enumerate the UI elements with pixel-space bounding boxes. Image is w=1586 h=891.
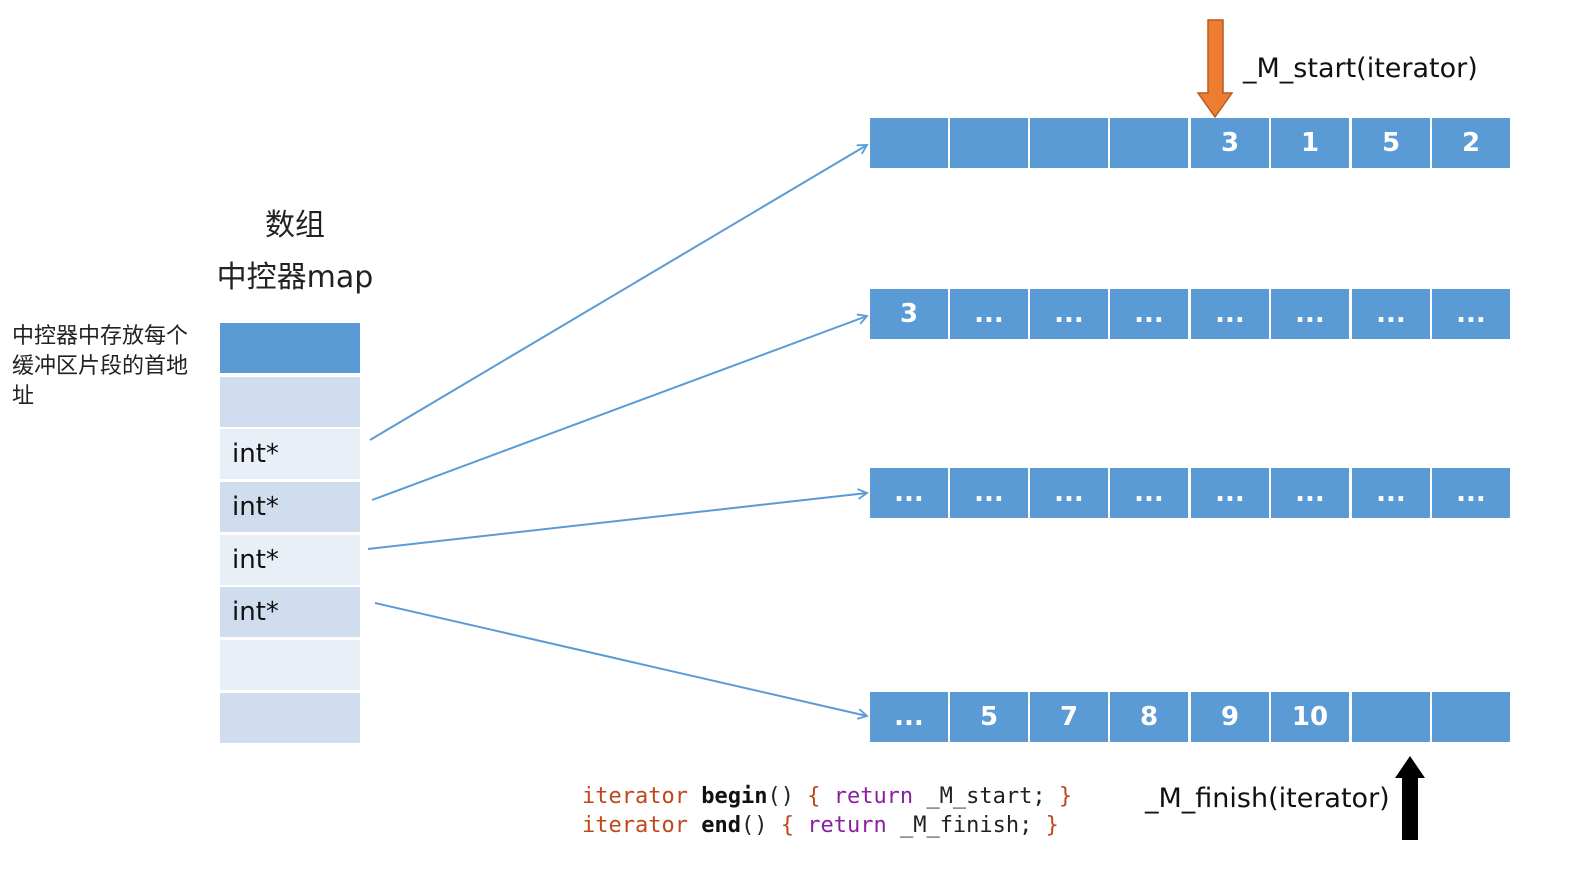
buffer-cell: ... [870,468,948,518]
pointer-arrow [374,602,869,720]
map-cell [220,377,360,427]
buffer-cell [1030,118,1108,168]
buffer-cell: 3 [1191,118,1269,168]
code-type: iterator [582,813,688,838]
code-identifier: _M_finish; [899,813,1033,838]
buffer-cell: 5 [1352,118,1430,168]
buffer-cell [950,118,1028,168]
buffer-cell: ... [950,468,1028,518]
buffer-cell: ... [1110,289,1188,339]
code-type: iterator [582,784,688,809]
buffer-cell [1352,692,1430,742]
pointer-arrow [367,488,869,550]
buffer-row: 3 1 5 2 [870,118,1512,168]
pointer-arrow [369,144,869,441]
buffer-cell: ... [870,692,948,742]
map-array: int* int* int* int* [220,323,360,743]
code-keyword: return [833,784,914,809]
buffer-cell: ... [1271,468,1349,518]
map-cell: int* [220,482,360,532]
code-keyword: return [807,813,887,838]
buffer-cell: ... [1352,468,1430,518]
start-iterator-label: _M_start(iterator) [1243,53,1478,84]
code-function: end [701,813,741,838]
buffer-cell: 7 [1030,692,1108,742]
buffer-row: ... 5 7 8 9 10 [870,692,1512,742]
buffer-cell: ... [1110,468,1188,518]
buffer-cell: ... [1432,289,1510,339]
code-block: iterator begin() { return _M_start; }ite… [582,782,1072,840]
buffer-cell: ... [1352,289,1430,339]
buffer-cell: ... [1271,289,1349,339]
map-cell [220,640,360,690]
map-cell: int* [220,535,360,585]
buffer-cell: 10 [1271,692,1349,742]
code-parens: () [740,813,768,838]
buffer-cell: ... [950,289,1028,339]
code-parens: () [767,784,794,809]
code-identifier: _M_start; [926,784,1046,809]
code-line-end: iterator end() { return _M_finish; } [582,811,1072,840]
code-function: begin [701,784,768,809]
code-brace: } [1058,784,1073,809]
map-cell [220,323,360,373]
diagram-title-array: 数组 [265,208,325,243]
code-brace: { [807,784,821,809]
diagram-title-map: 中控器map [216,260,374,295]
buffer-cell: 3 [870,289,948,339]
start-arrow [1196,19,1234,119]
code-brace: { [780,813,794,838]
buffer-cell: ... [1030,289,1108,339]
side-note: 中控器中存放每个缓冲区片段的首地址 [12,324,189,409]
buffer-row: 3 ... ... ... ... ... ... ... [870,289,1512,339]
buffer-cell: ... [1030,468,1108,518]
buffer-cell: 8 [1110,692,1188,742]
finish-arrow [1395,756,1425,840]
buffer-cell [1110,118,1188,168]
buffer-cell: 2 [1432,118,1510,168]
buffer-cell [1432,692,1510,742]
buffer-cell: ... [1432,468,1510,518]
finish-iterator-label: _M_finish(iterator) [1145,783,1390,814]
buffer-cell [870,118,948,168]
code-brace: } [1045,813,1059,838]
code-line-begin: iterator begin() { return _M_start; } [582,782,1072,811]
buffer-cell: 5 [950,692,1028,742]
map-cell: int* [220,429,360,479]
buffer-cell: 9 [1191,692,1269,742]
map-cell: int* [220,587,360,637]
buffer-row: ... ... ... ... ... ... ... ... [870,468,1512,518]
pointer-arrow [371,313,869,501]
buffer-cell: ... [1191,289,1269,339]
map-cell [220,693,360,743]
buffer-cell: ... [1191,468,1269,518]
buffer-cell: 1 [1271,118,1349,168]
